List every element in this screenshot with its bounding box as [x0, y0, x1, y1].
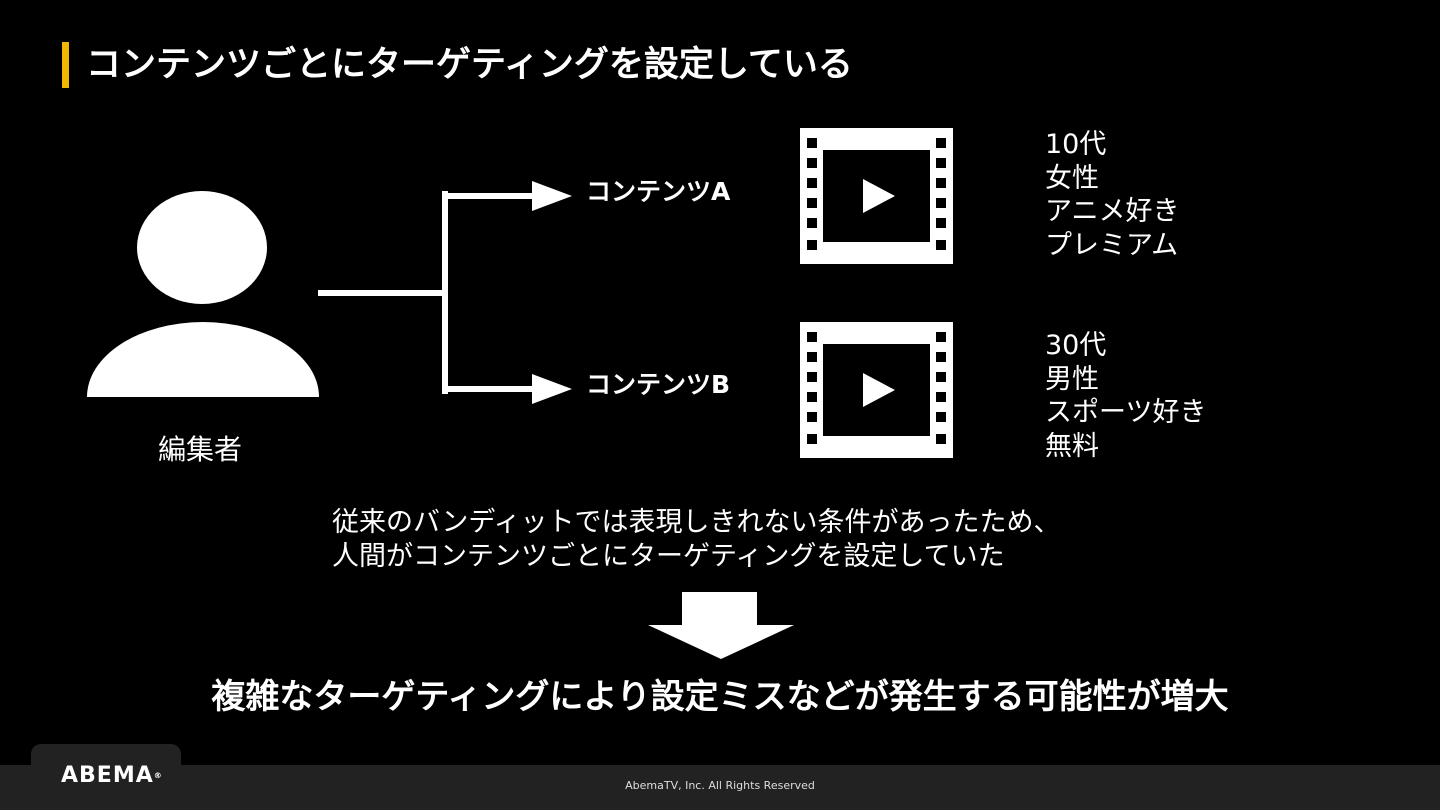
attribute-item: アニメ好き: [1045, 196, 1180, 227]
branch-connector: [318, 181, 572, 404]
down-arrow-icon: [648, 592, 794, 659]
content-a-label: コンテンツA: [586, 177, 731, 206]
registered-mark: ®: [153, 771, 163, 780]
film-video-icon: [800, 322, 953, 458]
editor-label: 編集者: [157, 433, 242, 466]
copyright-text: AbemaTV, Inc. All Rights Reserved: [625, 779, 815, 792]
attribute-item: 30代: [1045, 330, 1107, 361]
title-accent-bar: [62, 42, 69, 88]
conclusion-text: 複雑なターゲティングにより設定ミスなどが発生する可能性が増大: [211, 677, 1229, 717]
film-video-icon: [800, 128, 953, 264]
attribute-item: 無料: [1045, 430, 1099, 462]
description-line: 従来のバンディットでは表現しきれない条件があったため、: [332, 507, 1061, 538]
person-head: [137, 191, 267, 304]
content-a-attributes: 10代 女性 アニメ好き プレミアム: [1045, 128, 1179, 262]
logo-tab: [31, 744, 181, 810]
arrow-a-head: [532, 181, 572, 211]
logo-text: ABEMA: [61, 763, 154, 788]
content-b-label: コンテンツB: [586, 370, 731, 399]
content-b-attributes: 30代 男性 スポーツ好き 無料: [1045, 329, 1206, 463]
attribute-item: スポーツ好き: [1045, 397, 1207, 428]
attribute-item: 男性: [1045, 363, 1099, 395]
description-text: 従来のバンディットでは表現しきれない条件があったため、 人間がコンテンツごとにタ…: [332, 506, 1060, 574]
description-line: 人間がコンテンツごとにターゲティングを設定していた: [332, 541, 1005, 572]
attribute-item: 10代: [1045, 129, 1107, 160]
slide-title: コンテンツごとにターゲティングを設定している: [86, 45, 853, 85]
abema-logo: ABEMA®: [61, 762, 163, 790]
attribute-item: 女性: [1045, 162, 1099, 194]
attribute-item: プレミアム: [1045, 229, 1179, 261]
arrow-b-head: [532, 374, 572, 404]
footer-bar: [0, 765, 1440, 810]
